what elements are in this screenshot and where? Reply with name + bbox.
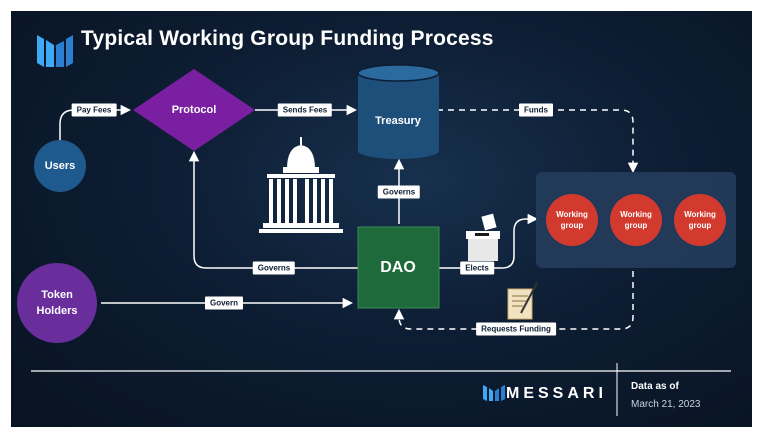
working-group-node: Working group <box>674 194 726 246</box>
working-group-label-line2: group <box>688 221 712 230</box>
working-group-node: Working group <box>546 194 598 246</box>
document-quill-icon <box>507 282 538 320</box>
capitol-building-icon <box>259 137 343 233</box>
govern-label: Govern <box>204 296 244 310</box>
diagram-frame: Typical Working Group Funding Process Us… <box>11 11 752 427</box>
pay-fees-label: Pay Fees <box>71 103 117 117</box>
data-as-of-label: Data as of <box>631 381 679 392</box>
ballot-box-icon <box>466 213 500 261</box>
working-group-label-line1: Working <box>620 210 652 219</box>
token-holders-node <box>17 263 97 343</box>
token-holders-label-line2: Holders <box>36 305 78 317</box>
dao-label: DAO <box>380 259 416 276</box>
sends-fees-label: Sends Fees <box>277 103 333 117</box>
governs-protocol-connector <box>188 150 358 269</box>
working-group-node: Working group <box>610 194 662 246</box>
working-group-label-line2: group <box>624 221 648 230</box>
protocol-node <box>133 69 255 151</box>
page-title: Typical Working Group Funding Process <box>81 27 494 50</box>
elects-label: Elects <box>460 261 494 275</box>
governs-treasury-label: Governs <box>377 185 421 199</box>
users-node <box>34 140 86 192</box>
dao-node <box>357 226 440 309</box>
treasury-node <box>357 64 440 159</box>
funds-label: Funds <box>519 103 553 117</box>
funds-connector <box>437 109 639 174</box>
brand-name: MESSARI <box>506 385 607 402</box>
messari-brand-icon <box>483 385 505 401</box>
messari-logo-icon <box>37 35 73 67</box>
working-group-label-line1: Working <box>684 210 716 219</box>
token-holders-label-line1: Token <box>41 289 73 301</box>
working-group-label-line2: group <box>560 221 584 230</box>
governs-protocol-label: Governs <box>252 261 296 275</box>
protocol-label: Protocol <box>171 104 217 116</box>
requests-funding-label: Requests Funding <box>476 322 556 336</box>
users-label: Users <box>44 160 76 172</box>
working-group-label-line1: Working <box>556 210 588 219</box>
elects-connector <box>439 213 539 269</box>
treasury-label: Treasury <box>375 115 421 127</box>
data-date: March 21, 2023 <box>631 399 701 410</box>
